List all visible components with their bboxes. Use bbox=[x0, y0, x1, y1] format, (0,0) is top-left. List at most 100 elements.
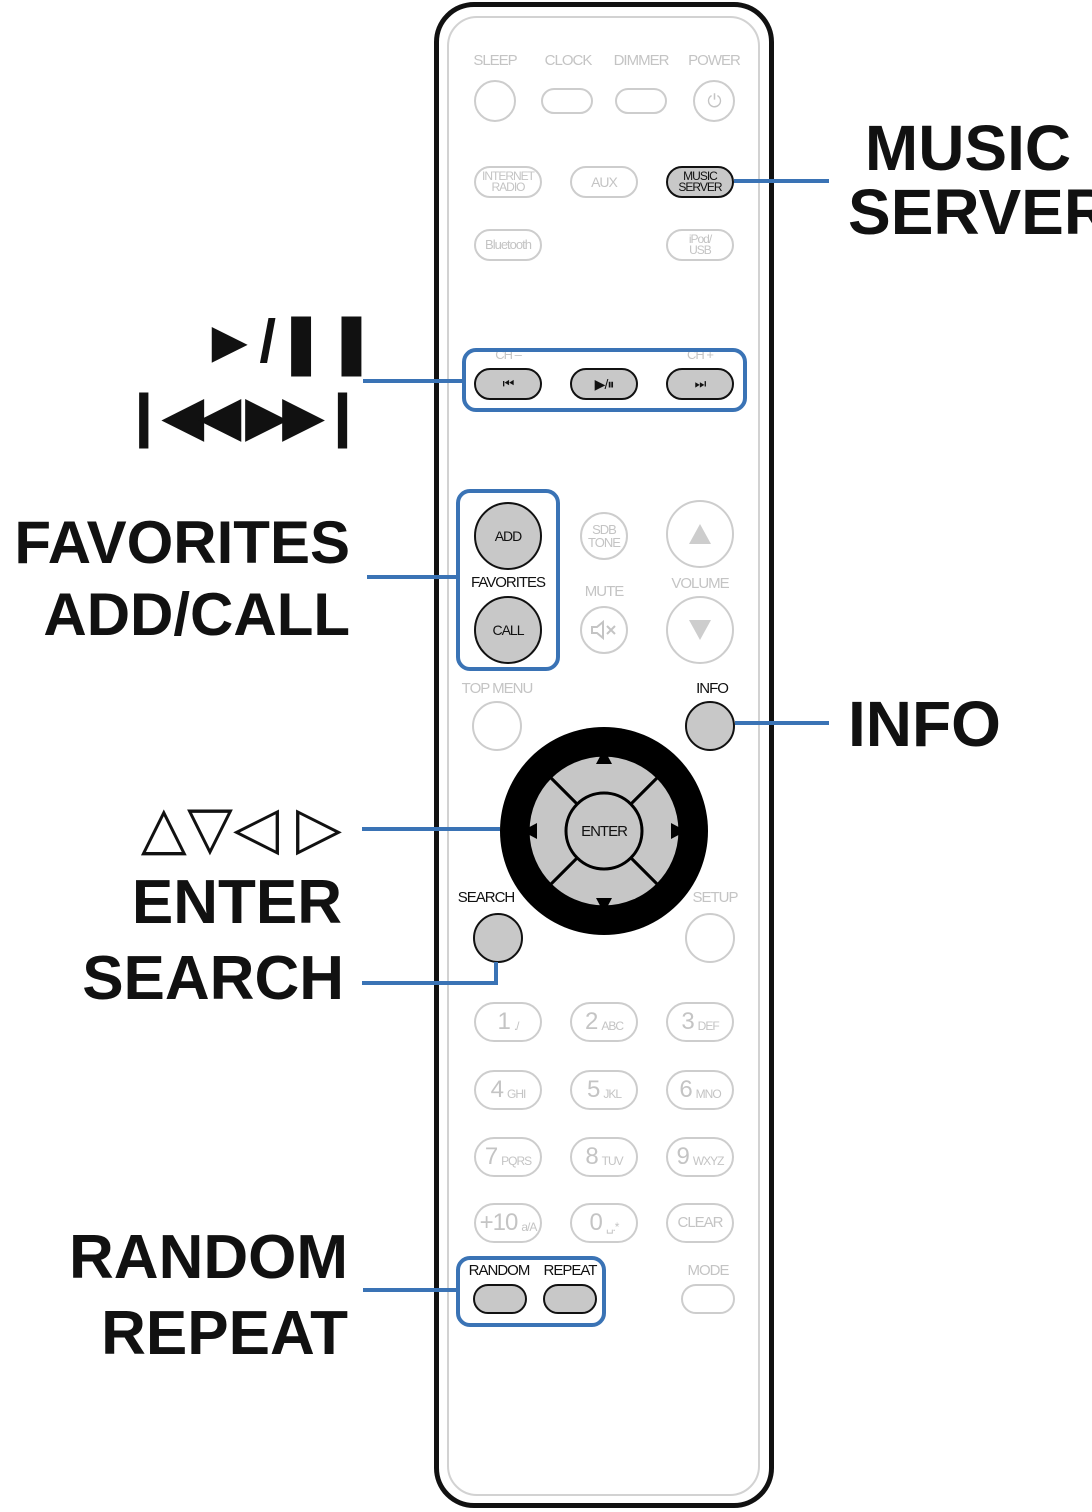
play-pause-icon: ▶/⏸ bbox=[594, 376, 615, 392]
info-button[interactable] bbox=[685, 701, 735, 751]
play-pause-button[interactable]: ▶/⏸ bbox=[570, 368, 638, 400]
keypad-letters: a/A bbox=[521, 1220, 537, 1234]
music-server-caption: MUSIC SERVER bbox=[848, 112, 1092, 248]
volume-up-button[interactable] bbox=[666, 500, 734, 568]
music-server-caption-2: SERVER bbox=[848, 176, 1092, 248]
next-button[interactable]: ⏭ bbox=[666, 368, 734, 400]
keypad-letters: PQRS bbox=[501, 1154, 532, 1168]
keypad-number: 5 bbox=[586, 1076, 600, 1103]
volume-down-button[interactable] bbox=[666, 596, 734, 664]
keypad-letters: DEF bbox=[697, 1019, 720, 1033]
cursor-caption: △▽◁ ▷ bbox=[140, 794, 342, 861]
favorites-label: FAVORITES bbox=[470, 574, 546, 591]
favorites-highlight bbox=[456, 489, 560, 671]
previous-button[interactable]: ⏮ bbox=[474, 368, 542, 400]
clock-button[interactable] bbox=[541, 88, 593, 114]
volume-label: VOLUME bbox=[671, 575, 729, 592]
internet-radio-label-2: RADIO bbox=[491, 180, 525, 194]
keypad-key[interactable]: 1./ bbox=[474, 1002, 542, 1042]
dimmer-label: DIMMER bbox=[613, 52, 670, 69]
music-server-caption-1: MUSIC bbox=[864, 112, 1072, 184]
keypad-letters: ␣.* bbox=[605, 1220, 620, 1234]
top-menu-label: TOP MENU bbox=[461, 680, 534, 697]
sleep-button[interactable] bbox=[474, 80, 516, 122]
ipod-usb-label-2: USB bbox=[689, 243, 712, 257]
keypad-key[interactable]: CLEAR bbox=[666, 1203, 734, 1243]
mode-label: MODE bbox=[687, 1262, 730, 1279]
keypad-number: 1 bbox=[497, 1008, 510, 1035]
play-pause-caption: ►/❚❚ bbox=[200, 308, 377, 375]
favorites-call-button[interactable]: CALL bbox=[474, 596, 542, 664]
ipod-usb-label-1: iPod/ bbox=[688, 232, 712, 246]
keypad-letters: WXYZ bbox=[692, 1154, 725, 1168]
internet-radio-label-1: INTERNET bbox=[482, 169, 535, 183]
music-server-label-1: MUSIC bbox=[683, 169, 718, 183]
random-label: RANDOM bbox=[468, 1262, 531, 1279]
setup-button[interactable] bbox=[685, 913, 735, 963]
keypad-number: 0 bbox=[589, 1209, 603, 1236]
keypad-number: 7 bbox=[484, 1143, 498, 1170]
favorites-caption-1: FAVORITES bbox=[14, 509, 350, 576]
mute-button[interactable] bbox=[580, 606, 628, 654]
aux-button[interactable]: AUX bbox=[570, 166, 638, 198]
next-icon: ⏭ bbox=[694, 376, 707, 391]
favorites-caption: FAVORITES ADD/CALL bbox=[0, 507, 350, 651]
search-label: SEARCH bbox=[457, 889, 516, 906]
keypad-letters: ./ bbox=[513, 1019, 520, 1033]
enter-caption: ENTER bbox=[131, 868, 342, 937]
mute-label: MUTE bbox=[584, 583, 624, 600]
music-server-label-2: SERVER bbox=[678, 180, 722, 194]
top-menu-button[interactable] bbox=[472, 701, 522, 751]
keypad-number: CLEAR bbox=[677, 1214, 723, 1231]
bluetooth-label: Bluetooth bbox=[485, 237, 532, 252]
keypad-number: 3 bbox=[681, 1008, 694, 1035]
keypad-number: 9 bbox=[676, 1143, 689, 1170]
previous-icon: ⏮ bbox=[502, 376, 515, 391]
keypad-number: 8 bbox=[585, 1143, 598, 1170]
clock-label: CLOCK bbox=[544, 52, 593, 69]
enter-label: ENTER bbox=[581, 823, 628, 840]
keypad-number: 6 bbox=[679, 1076, 692, 1103]
keypad-letters: JKL bbox=[603, 1087, 622, 1101]
power-icon: ⏻ bbox=[707, 91, 721, 111]
repeat-button[interactable] bbox=[543, 1284, 597, 1314]
keypad-key[interactable]: 0␣.* bbox=[570, 1203, 638, 1243]
random-caption: RANDOM bbox=[69, 1223, 348, 1292]
keypad-number: 2 bbox=[584, 1008, 598, 1035]
power-button[interactable]: ⏻ bbox=[693, 80, 735, 122]
mute-icon bbox=[591, 620, 616, 640]
bluetooth-button[interactable]: Bluetooth bbox=[474, 229, 542, 261]
dimmer-button[interactable] bbox=[615, 88, 667, 114]
volume-up-icon bbox=[689, 524, 711, 544]
repeat-label: REPEAT bbox=[543, 1262, 598, 1279]
transport-highlight bbox=[462, 348, 747, 412]
mode-button[interactable] bbox=[681, 1284, 735, 1314]
sleep-label: SLEEP bbox=[473, 52, 517, 69]
info-caption: INFO bbox=[848, 688, 1001, 760]
favorites-caption-2: ADD/CALL bbox=[43, 581, 350, 648]
remote-panel bbox=[447, 16, 760, 1496]
search-button[interactable] bbox=[473, 913, 523, 963]
ipod-usb-button[interactable]: iPod/USB bbox=[666, 229, 734, 261]
keypad-letters: ABC bbox=[601, 1019, 624, 1033]
call-label: CALL bbox=[492, 622, 524, 638]
keypad-letters: GHI bbox=[507, 1087, 526, 1101]
favorites-add-button[interactable]: ADD bbox=[474, 502, 542, 570]
repeat-caption: REPEAT bbox=[101, 1299, 348, 1368]
random-repeat-caption: RANDOM REPEAT bbox=[40, 1220, 348, 1372]
volume-down-icon bbox=[689, 620, 711, 640]
power-label: POWER bbox=[688, 52, 741, 69]
random-button[interactable] bbox=[473, 1284, 527, 1314]
